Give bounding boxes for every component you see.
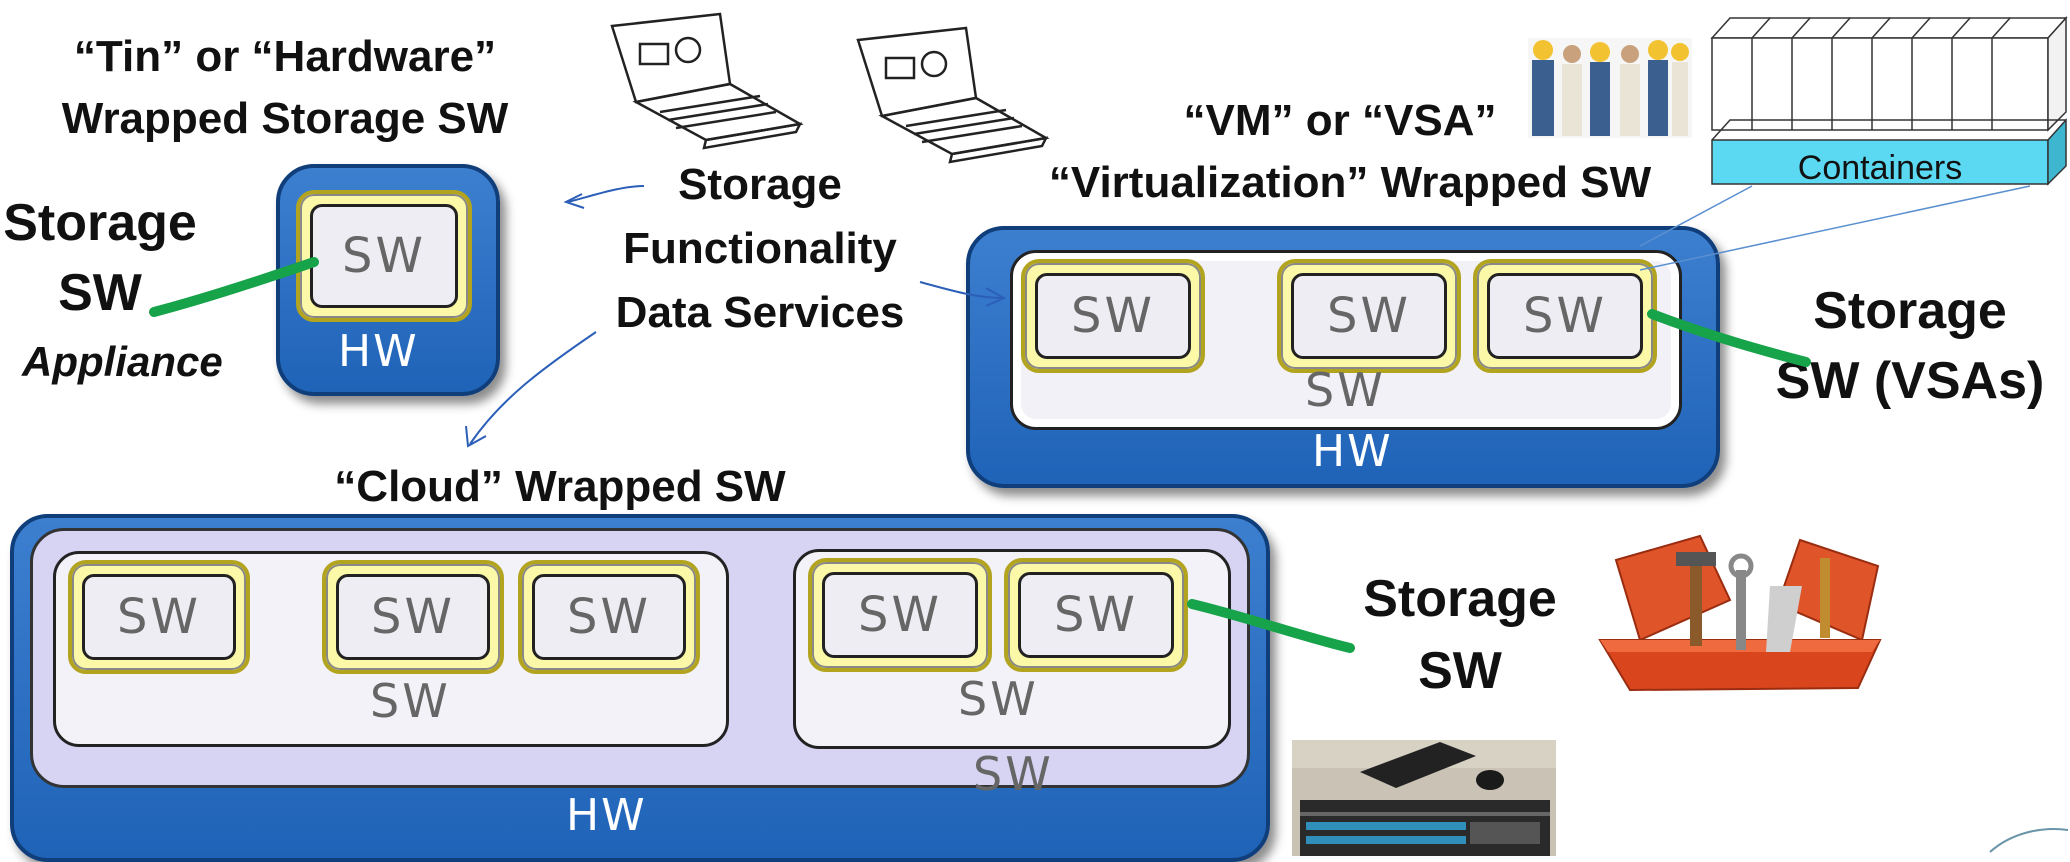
sw-text: SW — [1523, 288, 1607, 344]
cloud-sw-core-5: SW — [1018, 572, 1174, 658]
green-pointer-appliance — [149, 257, 319, 317]
appliance-label-line3: Appliance — [22, 338, 223, 385]
green-pointer-vsa — [1647, 309, 1811, 367]
sw-text: SW — [1327, 288, 1411, 344]
vsa-inner-sw-box: SW SW SW SW — [1010, 250, 1682, 430]
vsa-sw-core-3: SW — [1487, 273, 1643, 359]
vsa-sw-text: SW — [1305, 363, 1386, 417]
vsa-label-line2: SW (VSAs) — [1775, 352, 2045, 410]
cloud-inner-box: SW SW SW SW SW SW SW SW — [30, 528, 1250, 801]
server-photo — [1292, 740, 1556, 856]
vsa-label-line1: Storage — [1813, 282, 2007, 340]
sw-text: SW — [371, 589, 455, 645]
appliance-hw-box: SW HW — [276, 164, 500, 396]
cloud-outer-sw-text: SW — [973, 747, 1054, 801]
vsa-hw-box: SW SW SW SW HW — [966, 226, 1720, 488]
containers-connector-line — [1639, 185, 1753, 247]
sw-text: SW — [342, 228, 426, 284]
vsa-sw-core-2: SW — [1291, 273, 1447, 359]
cloud-group1-sw-text: SW — [370, 674, 451, 728]
blue-arrow-left — [563, 185, 645, 209]
cloud-title: “Cloud” Wrapped SW — [334, 462, 786, 511]
cloud-sw-block-2: SW — [322, 560, 504, 674]
sw-text: SW — [1054, 587, 1138, 643]
sw-text: SW — [1071, 288, 1155, 344]
laptop-sketch-icon — [856, 26, 1050, 164]
cloud-label-line2: SW — [1418, 642, 1502, 700]
cloud-sw-block-1: SW — [68, 560, 250, 674]
blue-arrow-right — [919, 281, 1007, 307]
center-label-line3: Data Services — [615, 288, 905, 337]
cloud-sw-block-5: SW — [1004, 558, 1188, 672]
workers-picture — [1528, 38, 1692, 138]
appliance-label-line2: SW — [58, 264, 142, 322]
center-label-line1: Storage — [678, 160, 842, 209]
cloud-sw-group-2: SW SW SW — [793, 549, 1231, 749]
sw-text: SW — [858, 587, 942, 643]
tin-title-line2: Wrapped Storage SW — [61, 94, 509, 143]
toolbox-picture — [1598, 534, 1882, 692]
containers-label: Containers — [1798, 149, 1962, 187]
vsa-sw-block-1: SW — [1021, 259, 1205, 373]
cloud-sw-core-1: SW — [82, 574, 236, 660]
containers-connector-line — [1639, 185, 2031, 271]
tin-title-line1: “Tin” or “Hardware” — [73, 32, 497, 81]
green-pointer-cloud — [1187, 599, 1355, 653]
vsa-hw-label: HW — [1312, 426, 1393, 477]
cloud-group2-sw-text: SW — [958, 672, 1039, 726]
cloud-sw-core-2: SW — [336, 574, 490, 660]
sw-text: SW — [567, 589, 651, 645]
appliance-label-line1: Storage — [3, 194, 197, 252]
vsa-sw-block-2: SW — [1277, 259, 1461, 373]
appliance-hw-label: HW — [338, 326, 419, 377]
cloud-sw-block-4: SW — [808, 558, 992, 672]
appliance-sw-core: SW — [310, 204, 458, 308]
containers-stack — [1710, 16, 2068, 186]
corner-sketch-line — [1989, 828, 2069, 853]
cloud-sw-block-3: SW — [518, 560, 700, 674]
center-label-line2: Functionality — [623, 224, 897, 273]
cloud-hw-box: SW SW SW SW SW SW SW SW HW — [10, 514, 1270, 862]
appliance-sw-block: SW — [296, 190, 472, 322]
vm-title-line2: “Virtualization” Wrapped SW — [1048, 158, 1652, 207]
cloud-hw-label: HW — [566, 790, 647, 841]
cloud-sw-core-3: SW — [532, 574, 686, 660]
vm-title-line1: “VM” or “VSA” — [1183, 96, 1497, 145]
sw-text: SW — [117, 589, 201, 645]
blue-arrow-down — [465, 331, 597, 448]
vsa-sw-core-1: SW — [1035, 273, 1191, 359]
cloud-sw-group-1: SW SW SW SW — [53, 551, 729, 747]
cloud-sw-core-4: SW — [822, 572, 978, 658]
cloud-label-line1: Storage — [1363, 570, 1557, 628]
laptop-sketch-icon — [610, 12, 804, 150]
